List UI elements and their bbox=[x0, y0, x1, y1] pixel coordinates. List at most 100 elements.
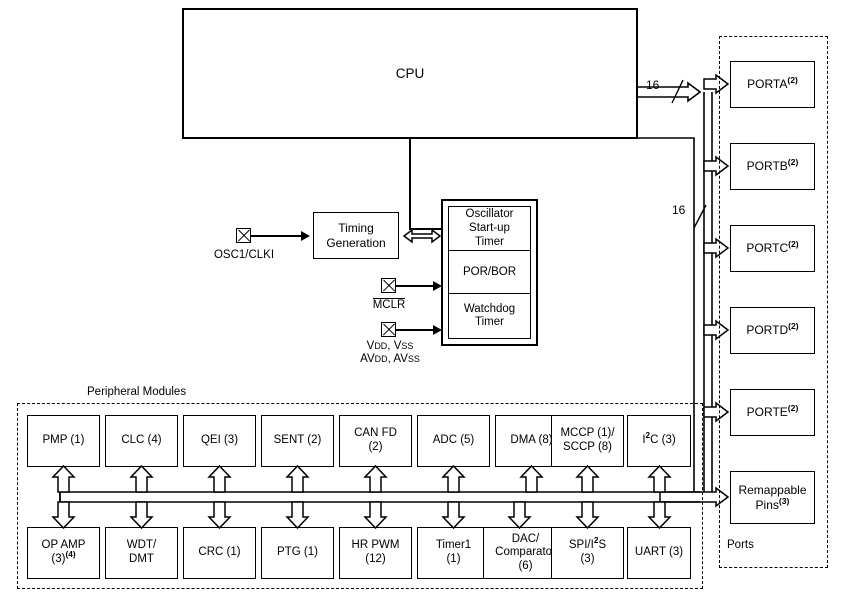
module-qei[interactable]: QEI (3) bbox=[183, 415, 256, 467]
module-can-fd-line2: (2) bbox=[368, 441, 383, 453]
bus-width-label-mid: 16 bbox=[672, 203, 686, 218]
portb-label: PORTB(2) bbox=[747, 157, 799, 173]
module-i2c-i: I bbox=[642, 434, 646, 447]
module-spi-i2s[interactable]: SPI/I2S (3) bbox=[551, 527, 624, 579]
vss-text: V bbox=[393, 340, 402, 352]
port-portb[interactable]: PORTB(2) bbox=[730, 143, 815, 190]
mclr-pin-icon[interactable] bbox=[381, 278, 396, 293]
module-qei-label: QEI (3) bbox=[200, 434, 239, 447]
avdd-text: AV bbox=[360, 353, 375, 366]
cpu-label: CPU bbox=[395, 65, 425, 81]
bus-width-label-top: 16 bbox=[646, 78, 660, 93]
module-op-amp-count: (3) bbox=[51, 553, 66, 565]
bus-width-mid-text: 16 bbox=[672, 203, 686, 217]
peripheral-modules-group-label: Peripheral Modules bbox=[82, 386, 192, 400]
port-porta[interactable]: PORTA(2) bbox=[730, 61, 815, 108]
remappable-line2: Pins(3) bbox=[755, 495, 790, 512]
ost-line2: Start-up bbox=[469, 221, 510, 234]
osc1-clki-text: OSC1/CLKI bbox=[213, 249, 275, 261]
peripheral-modules-label-text: Peripheral Modules bbox=[87, 386, 187, 398]
module-i2c-rest: C (3) bbox=[650, 434, 676, 447]
port-portc[interactable]: PORTC(2) bbox=[730, 225, 815, 272]
module-mccp-sccp[interactable]: MCCP (1)/ SCCP (8) bbox=[551, 415, 624, 467]
module-op-amp-line2: (3)(4) bbox=[51, 550, 76, 567]
timing-generation-line1: Timing bbox=[338, 221, 374, 236]
porta-text: PORTA bbox=[747, 77, 788, 92]
avss-sub: SS bbox=[407, 354, 420, 365]
por-bor-block[interactable]: POR/BOR bbox=[448, 250, 531, 295]
ost-line1: Oscillator bbox=[465, 208, 514, 221]
portc-text: PORTC bbox=[746, 241, 789, 256]
ports-group-label: Ports bbox=[727, 539, 754, 552]
module-sent-label: SENT (2) bbox=[273, 434, 322, 447]
module-spi-suffix: S bbox=[598, 539, 607, 552]
portd-sup: (2) bbox=[788, 321, 799, 332]
bus-width-top-text: 16 bbox=[646, 78, 660, 92]
module-spi-prefix: SPI/I bbox=[568, 539, 594, 552]
ports-group bbox=[719, 36, 828, 568]
module-op-amp-line1: OP AMP bbox=[41, 539, 86, 552]
porta-label: PORTA(2) bbox=[747, 76, 798, 92]
peripheral-modules-group bbox=[17, 403, 703, 589]
vss-sub: SS bbox=[401, 341, 414, 351]
port-remappable-pins[interactable]: Remappable Pins(3) bbox=[730, 471, 815, 524]
remappable-sup: (3) bbox=[778, 495, 790, 506]
module-wdt-line2: DMT bbox=[129, 553, 154, 565]
module-pmp[interactable]: PMP (1) bbox=[27, 415, 100, 467]
wdt-line2: Timer bbox=[475, 316, 504, 329]
porte-label: PORTE(2) bbox=[747, 403, 799, 419]
module-i2c-sup: 2 bbox=[645, 431, 651, 441]
module-i2c-label: I2C (3) bbox=[642, 431, 676, 448]
osc1-clki-pin-icon[interactable] bbox=[236, 228, 251, 243]
module-spi-sup: 2 bbox=[593, 536, 599, 546]
cpu-block[interactable]: CPU bbox=[182, 8, 638, 139]
module-sent[interactable]: SENT (2) bbox=[261, 415, 334, 467]
module-crc-label: CRC (1) bbox=[198, 546, 241, 559]
portc-sup: (2) bbox=[788, 239, 799, 250]
module-ptg[interactable]: PTG (1) bbox=[261, 527, 334, 579]
watchdog-timer-block[interactable]: Watchdog Timer bbox=[448, 293, 531, 339]
port-portd[interactable]: PORTD(2) bbox=[730, 307, 815, 354]
ost-line3: Timer bbox=[475, 235, 504, 248]
module-mccp-line2: SCCP (8) bbox=[563, 441, 612, 453]
remappable-line1: Remappable bbox=[738, 483, 807, 498]
mclr-text: MCLR bbox=[372, 298, 406, 311]
module-can-fd[interactable]: CAN FD (2) bbox=[339, 415, 412, 467]
module-adc-label: ADC (5) bbox=[432, 434, 475, 447]
module-op-amp-sup: (4) bbox=[65, 550, 76, 560]
module-dac-line2: Comparator bbox=[495, 546, 556, 559]
timing-generation-line2: Generation bbox=[326, 235, 386, 250]
module-op-amp[interactable]: OP AMP (3)(4) bbox=[27, 527, 100, 579]
wdt-line1: Watchdog bbox=[463, 302, 516, 315]
portc-label: PORTC(2) bbox=[746, 239, 799, 256]
module-timer1-line1: Timer1 bbox=[435, 539, 472, 552]
power-pins-line1: VDD, VSS bbox=[366, 340, 414, 352]
avdd-sub: DD bbox=[374, 354, 388, 365]
remappable-pins-text: Pins bbox=[755, 497, 779, 512]
power-pins-label: VDD, VSS AVDD, AVSS bbox=[348, 340, 432, 366]
module-uart-label: UART (3) bbox=[634, 546, 684, 559]
vdd-sub: DD bbox=[374, 341, 388, 351]
port-porte[interactable]: PORTE(2) bbox=[730, 389, 815, 436]
module-wdt-line1: WDT/ bbox=[126, 539, 157, 552]
porte-sup: (2) bbox=[787, 403, 799, 414]
vdd-text: V bbox=[366, 340, 375, 352]
module-adc[interactable]: ADC (5) bbox=[417, 415, 490, 467]
osc1-clki-pin-label: OSC1/CLKI bbox=[198, 249, 290, 262]
portb-sup: (2) bbox=[787, 157, 799, 168]
ports-label-text: Ports bbox=[727, 539, 754, 551]
module-mccp-line1: MCCP (1)/ bbox=[560, 427, 615, 440]
module-dma-label: DMA (8) bbox=[510, 434, 553, 447]
avss-text: AV bbox=[393, 353, 408, 366]
module-hr-pwm-line1: HR PWM bbox=[351, 539, 400, 552]
module-dac-line1: DAC/ bbox=[511, 532, 540, 545]
module-wdt-dmt[interactable]: WDT/ DMT bbox=[105, 527, 178, 579]
timing-generation-block[interactable]: Timing Generation bbox=[313, 212, 399, 259]
por-bor-label: POR/BOR bbox=[462, 265, 517, 278]
power-pin-icon[interactable] bbox=[381, 322, 396, 337]
module-i2c[interactable]: I2C (3) bbox=[627, 415, 691, 467]
module-can-fd-line1: CAN FD bbox=[354, 427, 397, 440]
